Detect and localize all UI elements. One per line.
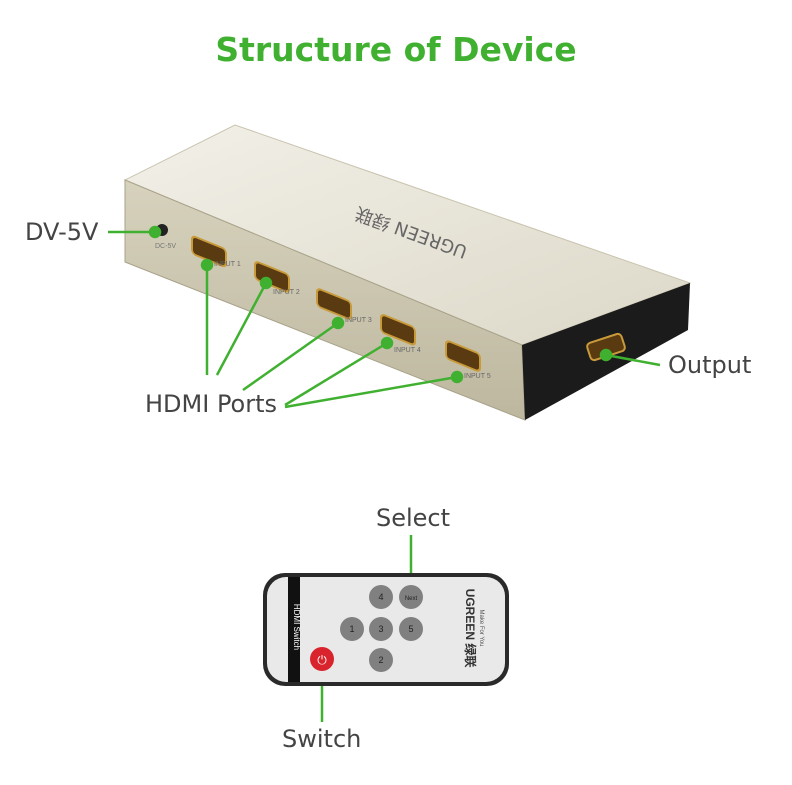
remote-power-button (310, 647, 334, 671)
port-label: INPUT 3 (345, 317, 372, 324)
remote-button-4 (369, 585, 393, 609)
diagram-shape (148, 225, 162, 239)
remote-button-1 (340, 617, 364, 641)
hdmi-ports (191, 235, 481, 372)
diagram-shape (380, 314, 416, 346)
remote-button-5 (399, 617, 423, 641)
port-labels: INPUT 1 INPUT 2 INPUT 3 INPUT 4 INPUT 5 (214, 261, 491, 380)
diagram-shape (254, 261, 290, 293)
remote-buttons (340, 585, 423, 672)
diagram-text: 3 (378, 624, 383, 634)
diagram-shape (284, 341, 388, 407)
remote-side-label: HDMI Switch (292, 604, 301, 650)
diagram-shape (242, 321, 339, 392)
diagram-text: Next (405, 596, 418, 602)
port-label: INPUT 5 (464, 373, 491, 380)
diagram-shape (605, 353, 661, 367)
remote-button-2 (369, 648, 393, 672)
hdmi-port-5 (445, 340, 481, 372)
page-title: Structure of Device (215, 30, 577, 69)
output-label: Output (668, 351, 752, 379)
port-label: INPUT 4 (394, 347, 421, 354)
remote-button-next (399, 585, 423, 609)
hdmi-port-2 (254, 261, 290, 293)
remote-brand: UGREEN 绿联 (463, 589, 478, 668)
port-label: INPUT 1 (214, 261, 241, 268)
diagram-shape (200, 258, 214, 272)
diagram-shape (599, 348, 613, 362)
hdmi-port-4 (380, 314, 416, 346)
power-label: DV-5V (25, 218, 99, 246)
power-jack-label: DC-5V (155, 243, 176, 250)
diagram-shape (284, 375, 458, 409)
select-label: Select (376, 504, 451, 532)
remote-slogan: Make For You (478, 609, 484, 646)
diagram-text: 4 (378, 592, 383, 602)
diagram-text: 2 (378, 655, 383, 665)
diagram-shape (259, 276, 273, 290)
remote-button-3 (369, 617, 393, 641)
diagram-shape (331, 316, 345, 330)
hdmi-ports-label: HDMI Ports (145, 390, 278, 418)
diagram-shape (450, 370, 464, 384)
port-label: INPUT 2 (273, 289, 300, 296)
diagram-shape (445, 340, 481, 372)
diagram-text: 1 (349, 624, 354, 634)
switch-label: Switch (282, 725, 362, 753)
diagram-shape (316, 288, 352, 320)
diagram-shape: 4 Next 1 3 5 2 (349, 592, 417, 665)
diagram-shape (215, 282, 268, 376)
hdmi-port-3 (316, 288, 352, 320)
power-icon: ⏻ (317, 653, 327, 667)
diagram-text: 5 (408, 624, 413, 634)
diagram-shape (380, 336, 394, 350)
remote-control: HDMI Switch 4 Next 1 3 5 2 ⏻ UGREEN 绿联 M… (263, 573, 509, 686)
diagram-shape (288, 577, 300, 682)
